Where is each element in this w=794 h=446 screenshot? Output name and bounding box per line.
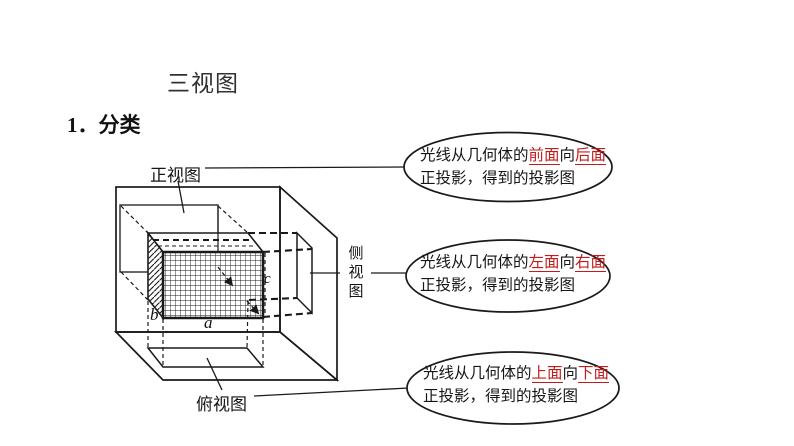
- callout-side-view-text: 光线从几何体的左面向右面 正投影，得到的投影图: [420, 251, 607, 297]
- callout-top-connector: 向: [562, 365, 579, 382]
- callout-side-to: 右面: [575, 254, 607, 272]
- cuboid-front-face-grid: [161, 250, 265, 320]
- callout-top-line-2: 正投影，得到的投影图: [423, 388, 579, 405]
- callout-front-to: 后面: [575, 147, 607, 165]
- callout-side-from: 左面: [528, 254, 560, 272]
- page-title: 三视图: [167, 71, 239, 96]
- callout-front-connector: 向: [559, 147, 576, 164]
- edge-label-b: b: [150, 305, 159, 324]
- callout-top-prefix: 光线从几何体的: [423, 365, 532, 382]
- projection-lines-side-wall: [248, 231, 313, 319]
- callout-front-line-2: 正投影，得到的投影图: [420, 170, 576, 187]
- callout-side-line-2: 正投影，得到的投影图: [420, 277, 576, 294]
- projection-box-floor: [113, 331, 340, 381]
- callout-front-view-text: 光线从几何体的前面向后面 正投影，得到的投影图: [420, 144, 607, 190]
- top-view-label: 俯视图: [196, 395, 247, 414]
- cuboid-top-face: [146, 232, 265, 253]
- callout-ellipses: [403, 131, 620, 425]
- callout-top-line-1: 光线从几何体的上面向下面: [423, 362, 610, 385]
- callout-ellipse-front: [403, 131, 613, 203]
- projection-box-right-wall: [279, 185, 338, 382]
- callout-ellipse-top: [406, 351, 620, 425]
- edge-label-a: a: [204, 313, 213, 332]
- section-heading: 1．分类: [67, 113, 141, 137]
- side-view-label-char-3: 图: [348, 284, 364, 300]
- projection-lines-floor: [147, 253, 266, 367]
- top-view-to-callout-line: [253, 387, 410, 397]
- callout-front-from: 前面: [528, 147, 560, 165]
- callout-front-prefix: 光线从几何体的: [420, 147, 529, 164]
- callout-ellipse-side: [405, 239, 611, 313]
- connector-lines: [177, 166, 410, 397]
- front-view-pointer-line: [177, 180, 185, 214]
- projection-box: [113, 185, 340, 382]
- callout-front-line-1: 光线从几何体的前面向后面: [420, 144, 607, 167]
- top-view-projection-rect: [146, 347, 265, 368]
- cuboid-solid: [146, 206, 265, 321]
- side-view-label-char-1: 侧: [348, 246, 364, 262]
- top-view-pointer-line: [206, 357, 223, 391]
- side-view-label: 侧 视 图: [347, 245, 365, 302]
- side-view-label-char-2: 视: [348, 265, 364, 281]
- callout-side-prefix: 光线从几何体的: [420, 254, 529, 271]
- callout-top-view-text: 光线从几何体的上面向下面 正投影，得到的投影图: [423, 362, 610, 408]
- projection-lines-back-wall: [120, 205, 249, 301]
- callout-side-connector: 向: [559, 254, 576, 271]
- front-view-label: 正视图: [150, 166, 201, 185]
- edge-label-c: c: [264, 271, 271, 287]
- side-view-projection-rect: [296, 231, 313, 315]
- callout-side-line-1: 光线从几何体的左面向右面: [420, 251, 607, 274]
- callout-top-from: 上面: [531, 365, 563, 383]
- projection-direction-arrows: [217, 266, 260, 315]
- front-view-to-callout-line: [204, 166, 407, 169]
- callout-top-to: 下面: [578, 365, 610, 383]
